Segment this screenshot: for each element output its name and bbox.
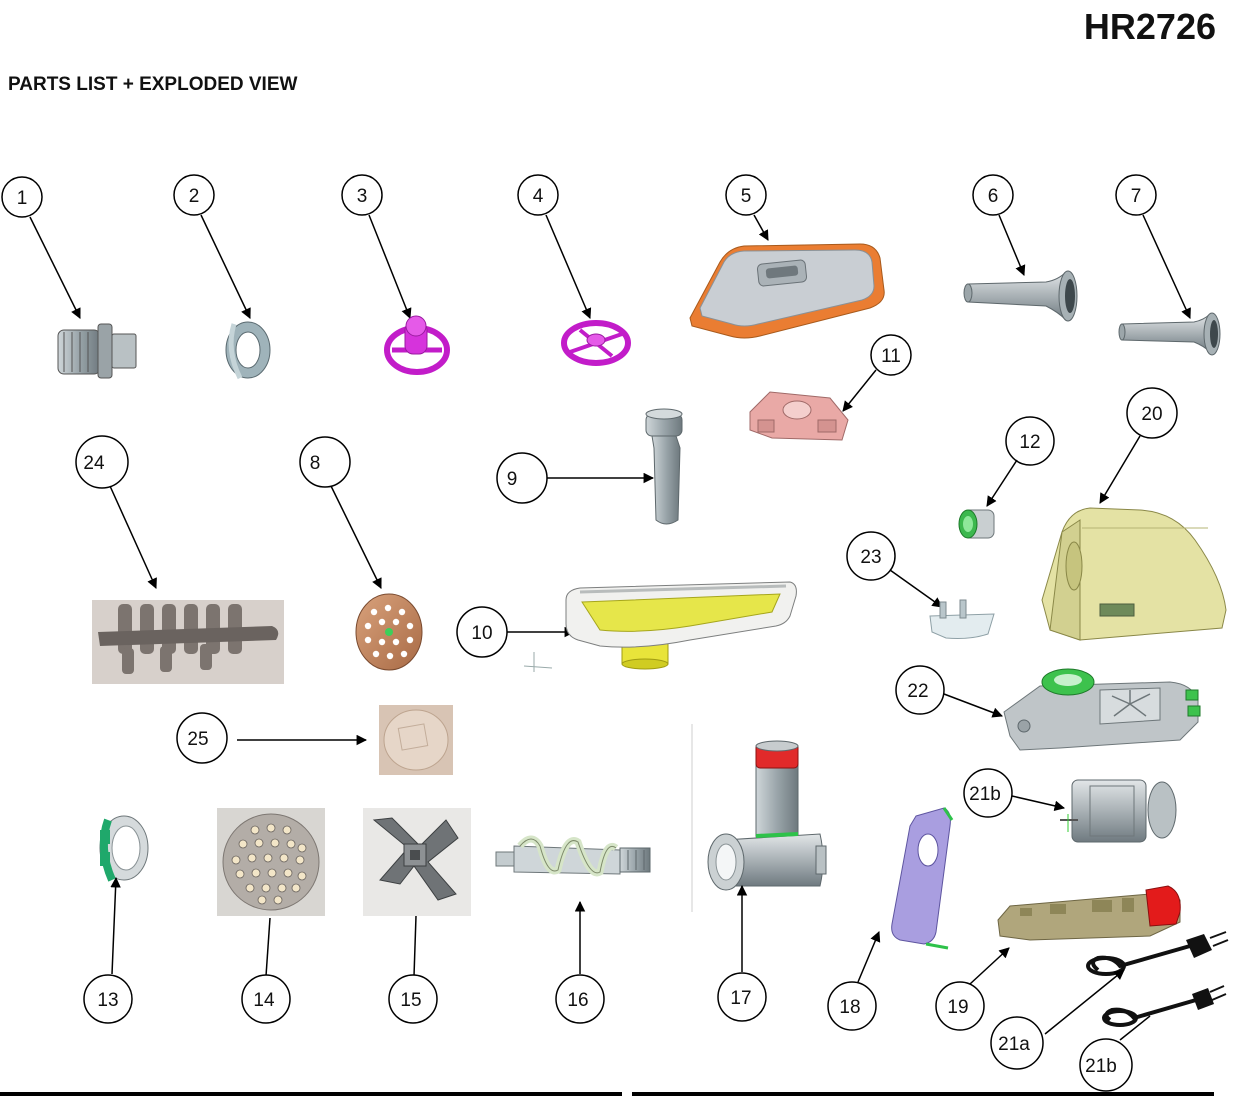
callout-label-16: 16	[567, 990, 588, 1011]
sausage-nozzle-small-icon	[1118, 312, 1221, 356]
gearbox-icon	[1003, 668, 1201, 751]
callout-label-10: 10	[471, 623, 492, 644]
part-9: 9	[496, 408, 683, 525]
part-23: 22	[895, 665, 1201, 751]
callout-label-24: 23	[860, 547, 881, 568]
lid-cover-icon	[689, 243, 885, 339]
part-10: 10	[456, 581, 797, 672]
part-1: 1	[1, 176, 137, 379]
kebbe-accessory-icon	[92, 600, 284, 684]
coarse-disc-icon	[217, 808, 325, 916]
callout-label-17: 17	[730, 988, 751, 1009]
side-panel-icon	[891, 807, 954, 950]
housing-icon	[1041, 507, 1227, 641]
food-tray-icon	[523, 581, 797, 672]
callout-label-12: 12	[1019, 432, 1040, 453]
drive-coupling-icon	[57, 323, 137, 379]
part-14: 14	[217, 808, 325, 1024]
ring-nut-icon	[99, 815, 149, 882]
callout-label-20: 20	[1141, 404, 1162, 425]
part-12: 12	[958, 416, 1055, 539]
callout-label-11: 11	[881, 346, 901, 367]
part-25: 24	[75, 435, 284, 684]
motor-icon	[1060, 779, 1177, 843]
mains-cord-a-icon	[1086, 931, 1229, 976]
callout-label-9: 9	[507, 469, 518, 490]
callout-label-22: 21b	[969, 784, 1001, 805]
part-22: 21b	[963, 768, 1177, 843]
part-5: 5	[689, 174, 885, 339]
part-16: 16	[495, 835, 651, 1024]
cutting-blade-icon	[363, 808, 471, 916]
bush-ring-icon	[225, 321, 271, 380]
model-number: HR2726	[1083, 6, 1216, 47]
part-3: 3	[341, 174, 450, 375]
callout-label-13: 13	[97, 990, 118, 1011]
green-button-icon	[958, 509, 995, 539]
callout-label-14: 14	[253, 990, 275, 1011]
leader-arrow	[29, 216, 81, 319]
part-19: 19	[935, 885, 1181, 1031]
part-21a: 21a	[990, 931, 1229, 1070]
callout-label-15: 15	[400, 990, 421, 1011]
callout-label-3: 3	[357, 186, 368, 207]
callout-label-8: 8	[310, 453, 321, 474]
part-4: 4	[517, 174, 631, 366]
part-11: 11	[749, 334, 912, 441]
fine-disc-icon	[355, 593, 423, 671]
part-18: 18	[827, 807, 954, 1031]
part-13: 13	[83, 815, 149, 1024]
callout-label-2: 2	[189, 186, 200, 207]
magenta-knob-icon	[384, 315, 450, 375]
part-7: 7	[1115, 174, 1221, 356]
pink-bracket-icon	[749, 391, 849, 441]
base-plate-icon	[997, 885, 1181, 941]
beige-disc-icon	[379, 705, 453, 775]
part-15: 15	[363, 808, 471, 1024]
callout-label-7: 7	[1131, 186, 1142, 207]
callout-circle	[1, 176, 43, 218]
callout-label-25: 24	[83, 453, 105, 474]
callout-label-18: 18	[839, 997, 860, 1018]
callout-label-23: 22	[907, 681, 928, 702]
part-20: 20	[1041, 387, 1227, 641]
callout-label-21b: 21b	[1085, 1056, 1117, 1077]
callout-label-21a: 21a	[998, 1034, 1030, 1055]
part-17: 17	[691, 724, 827, 1022]
part-2: 2	[173, 174, 271, 380]
magenta-wheel-icon	[561, 320, 631, 366]
part-24: 23	[846, 531, 995, 639]
switch-icon	[929, 599, 995, 639]
grinder-head-icon	[707, 740, 827, 891]
mains-cord-b-icon	[1102, 985, 1227, 1027]
sausage-nozzle-large-icon	[963, 270, 1078, 322]
callout-label-5: 5	[741, 186, 752, 207]
callout-label-6: 6	[988, 186, 999, 207]
callout-label-1: 1	[17, 188, 28, 209]
pusher-icon	[645, 408, 683, 525]
part-26: 25	[176, 705, 453, 775]
part-21b: 21b	[1079, 985, 1227, 1092]
callout-label-19: 19	[947, 997, 968, 1018]
callout-label-26: 25	[187, 729, 208, 750]
part-6: 6	[963, 174, 1078, 322]
callout-label-4: 4	[533, 186, 544, 207]
part-8: 8	[299, 436, 423, 671]
feed-screw-icon	[495, 835, 651, 877]
page-subtitle: PARTS LIST + EXPLODED VIEW	[8, 74, 298, 95]
